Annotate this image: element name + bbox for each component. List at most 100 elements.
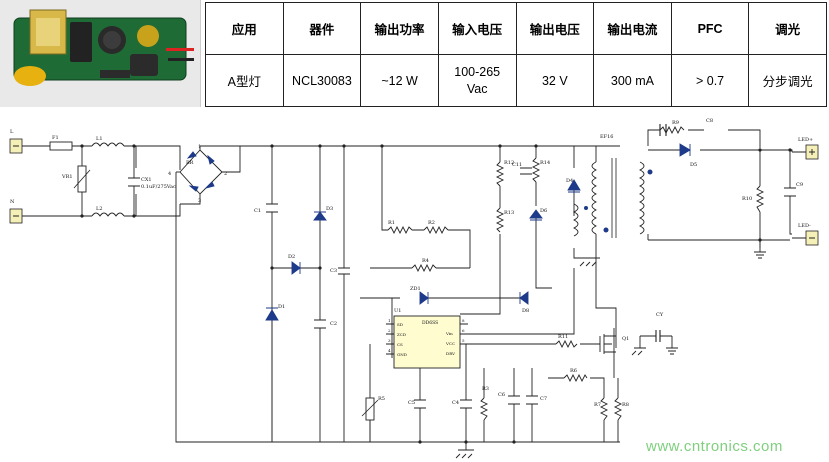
label-c2: C2	[330, 321, 337, 327]
capacitor-c7	[526, 395, 538, 405]
capacitor-c8	[659, 124, 667, 136]
label-d8: D8	[522, 308, 529, 314]
ic-pin-label: ZCD	[397, 332, 406, 337]
mosfet-q1	[599, 334, 616, 354]
label-zd1: ZD1	[410, 286, 421, 292]
label-ef16: EF16	[600, 134, 613, 140]
diode-d4	[567, 179, 581, 193]
resistor-r12	[495, 161, 505, 187]
table-cell: ~12 W	[360, 54, 439, 107]
label-cx1: CX1	[141, 177, 152, 183]
label-bridge-node: 1	[198, 144, 201, 150]
ic-pin-number: 3	[388, 338, 391, 343]
ground-symbol	[579, 257, 600, 267]
diode-d8	[519, 291, 529, 305]
label-d3: D3	[326, 206, 333, 212]
diode-d1	[265, 307, 279, 321]
diode-d3	[313, 211, 327, 221]
ic-pin-number: 1	[388, 318, 391, 323]
capacitor-c2	[314, 319, 326, 329]
resistor-r10	[755, 185, 765, 213]
inductor-l2	[91, 212, 125, 217]
label-r13: R13	[504, 210, 514, 216]
label-l1: L1	[96, 136, 103, 142]
table-header-cell: 输出电流	[593, 2, 672, 55]
transformer-primary	[591, 161, 598, 235]
table-header-cell: 输出功率	[360, 2, 439, 55]
resistor-r8	[613, 397, 623, 421]
label-n: N	[10, 199, 15, 205]
table-header-cell: 输出电压	[515, 2, 595, 55]
resistor-r1	[387, 225, 413, 235]
label-r2: R2	[428, 220, 435, 226]
ic-pin-number: 6	[462, 328, 465, 333]
label-d4: D4	[566, 178, 573, 184]
diode-d6	[529, 209, 543, 221]
label-c9: C9	[796, 182, 803, 188]
product-photo	[0, 0, 201, 107]
ic-pin-number: 8	[462, 318, 465, 323]
label-c3: C3	[330, 268, 337, 274]
label-led-neg: LED-	[798, 223, 811, 229]
inductor-l1	[91, 142, 125, 147]
label-c5: C5	[408, 400, 415, 406]
label-r14: R14	[540, 160, 550, 166]
polarity-dot	[603, 227, 609, 233]
resistor-r11	[555, 339, 578, 349]
thermistor-r5	[365, 397, 375, 421]
led-driver-board-image	[0, 0, 200, 107]
ic-pin-label: GND	[397, 352, 407, 357]
ground-symbol	[455, 442, 474, 459]
capacitor-c11	[520, 167, 532, 175]
resistor-r13	[495, 207, 505, 233]
ground-symbol	[666, 336, 678, 355]
label-ic-part: DD6SS	[422, 320, 438, 326]
fuse-f1	[49, 141, 73, 151]
table-cell: A型灯	[205, 54, 284, 107]
ground-symbol	[754, 248, 766, 259]
label-f1: F1	[52, 135, 59, 141]
ic-pin-number: 2	[388, 328, 391, 333]
label-c4: C4	[452, 400, 459, 406]
label-r7: R7	[594, 402, 601, 408]
ic-pin-number: 5	[462, 338, 465, 343]
resistor-r6	[563, 373, 588, 383]
capacitor-c6	[508, 395, 520, 405]
ic-u1	[393, 315, 461, 369]
ic-pin-label: VCC	[445, 341, 455, 346]
table-header-cell: 应用	[205, 2, 284, 55]
transformer-aux	[572, 203, 579, 237]
label-r11: R11	[558, 334, 568, 340]
table-cell: > 0.7	[670, 54, 750, 107]
bridge-diode	[207, 154, 215, 165]
label-r8: R8	[622, 402, 629, 408]
label-r4: R4	[422, 258, 429, 264]
bridge-diode	[186, 151, 197, 159]
label-r3: R3	[482, 386, 489, 392]
resistor-r3	[479, 397, 489, 421]
ic-pin-label: SD	[397, 322, 403, 327]
table-cell: 分步调光	[748, 54, 827, 107]
resistor-r7	[599, 397, 609, 421]
capacitor-c1	[266, 203, 278, 213]
resistor-r2	[423, 225, 449, 235]
capacitor-cy	[655, 330, 661, 342]
transformer-secondary	[638, 161, 645, 235]
label-cy: CY	[656, 312, 664, 318]
label-d1: D1	[278, 304, 285, 310]
resistor-r14	[531, 157, 541, 183]
table-header-cell: 调光	[748, 2, 827, 55]
bridge-diode	[188, 185, 199, 192]
label-u1: U1	[394, 308, 401, 314]
label-r9: R9	[672, 120, 679, 126]
label-l2: L2	[96, 206, 103, 212]
zener-zd1	[419, 291, 429, 305]
table-cell: 300 mA	[593, 54, 672, 107]
label-d6: D6	[540, 208, 547, 214]
capacitor-cx1	[128, 177, 140, 187]
table-header-cell: 器件	[282, 2, 362, 55]
polarity-dot	[584, 206, 588, 210]
label-d5: D5	[690, 162, 697, 168]
resistor-r4	[411, 263, 437, 273]
watermark: www.cntronics.com	[646, 438, 783, 455]
